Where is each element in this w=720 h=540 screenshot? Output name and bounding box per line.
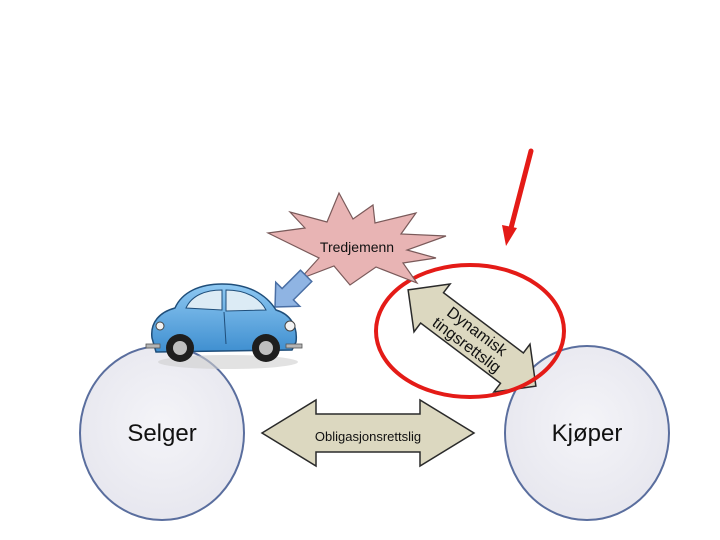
buyer-node: Kjøper bbox=[504, 345, 670, 521]
highlight-ellipse bbox=[374, 263, 566, 399]
obligation-arrow: Obligasjonsrettslig bbox=[260, 398, 476, 468]
third-party-label: Tredjemenn bbox=[320, 239, 394, 255]
car-icon bbox=[145, 283, 303, 369]
seller-node: Selger bbox=[79, 345, 245, 521]
seller-label: Selger bbox=[127, 420, 196, 447]
buyer-label: Kjøper bbox=[552, 420, 623, 447]
blue-arrow-icon bbox=[274, 269, 313, 308]
red-pointer-arrow bbox=[502, 148, 534, 246]
obligation-label: Obligasjonsrettslig bbox=[315, 429, 421, 444]
third-party-burst: Tredjemenn bbox=[265, 191, 447, 286]
